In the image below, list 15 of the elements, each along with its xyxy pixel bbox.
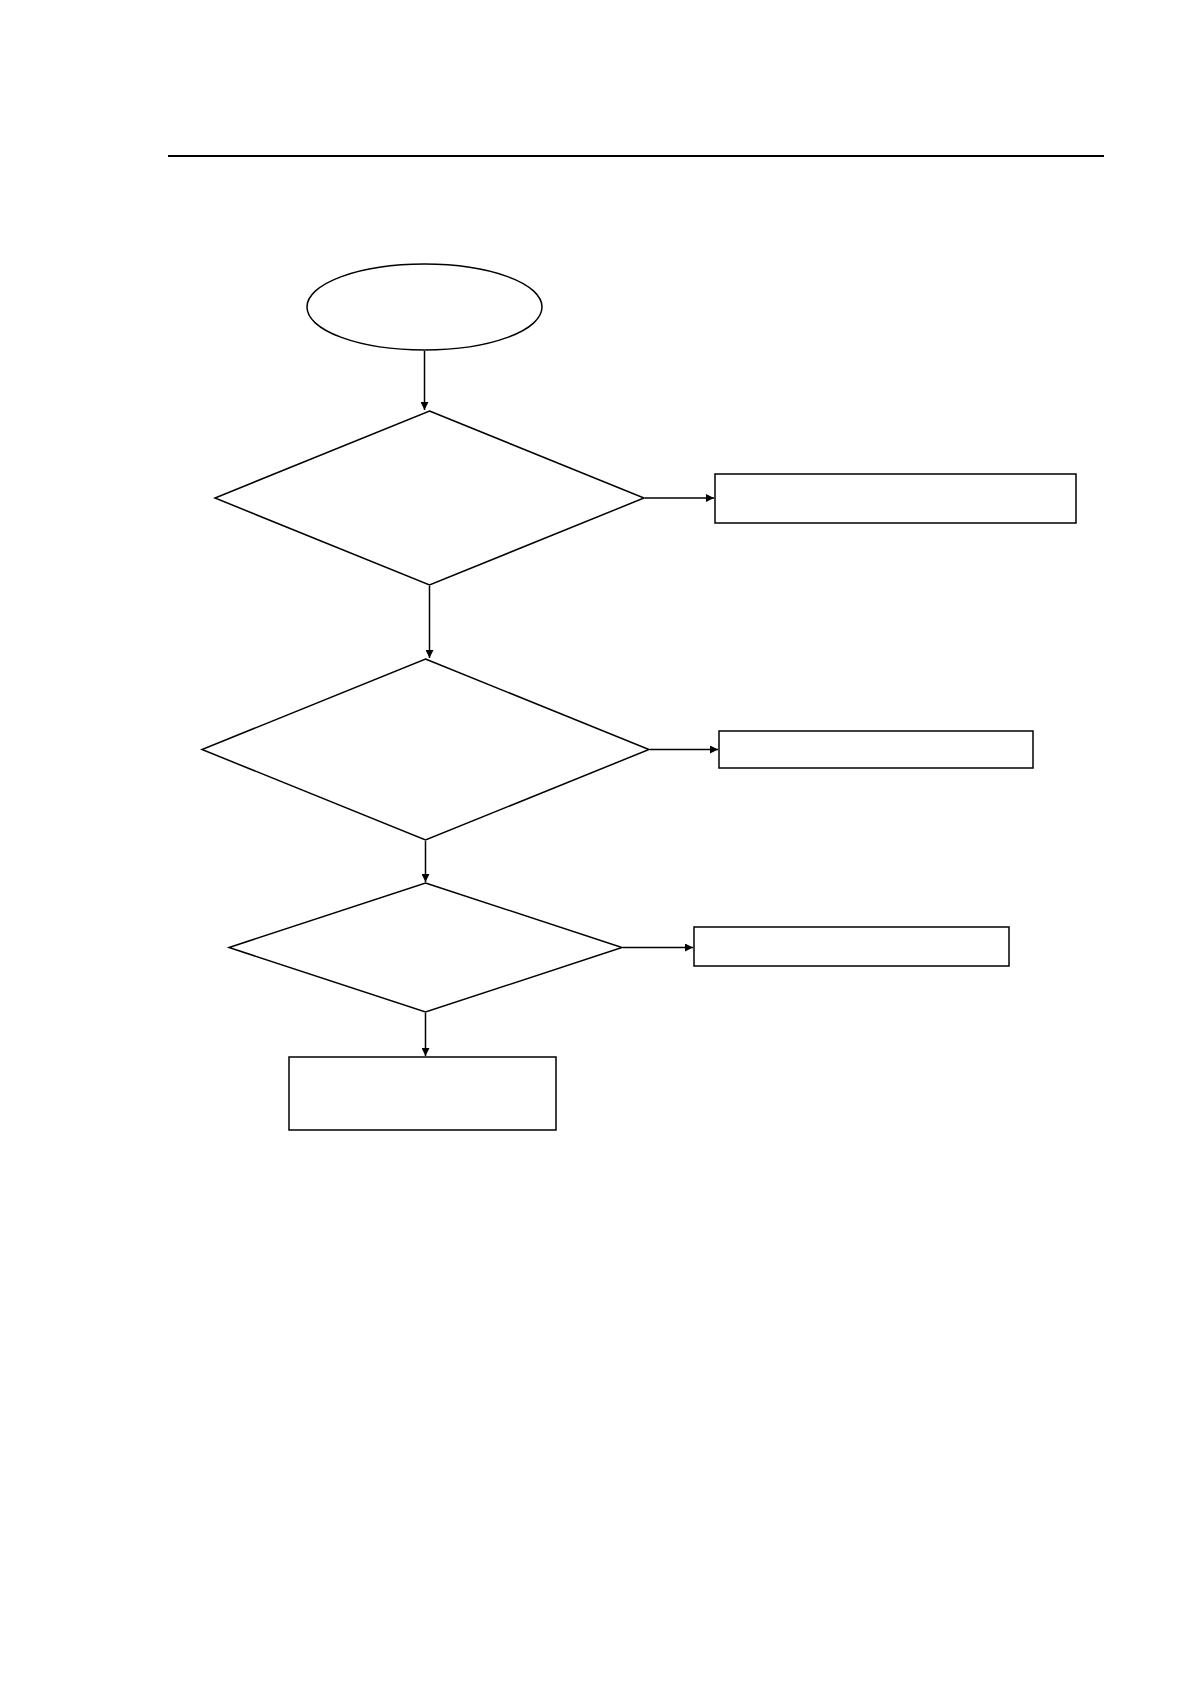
arrow (421, 1012, 430, 1057)
start-ellipse (306, 263, 543, 351)
arrow (425, 585, 434, 659)
decision-diamond (214, 410, 645, 586)
arrow (622, 943, 694, 952)
process-box (718, 730, 1034, 769)
decision-diamond (201, 658, 650, 841)
process-box (288, 1056, 557, 1131)
arrow (421, 840, 430, 883)
arrow (644, 494, 715, 502)
process-box (693, 926, 1010, 967)
arrow (649, 745, 719, 754)
process-box (714, 473, 1077, 524)
arrow (420, 350, 429, 411)
decision-diamond (228, 882, 623, 1013)
